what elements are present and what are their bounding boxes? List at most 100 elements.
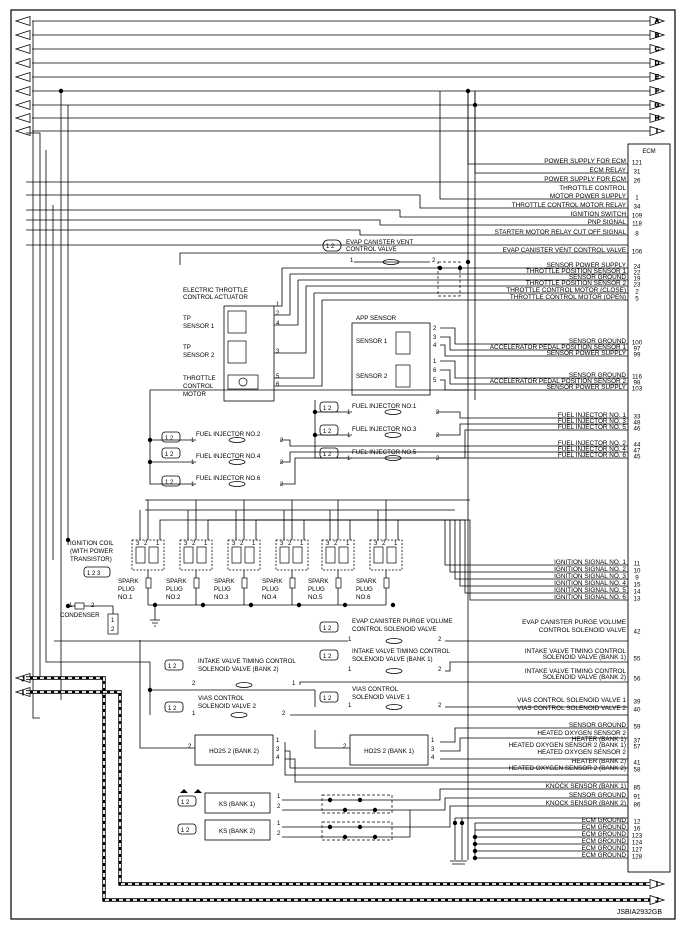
ecm-pin-number: 9 xyxy=(635,575,639,582)
junction-dot xyxy=(472,834,478,840)
junction-dot xyxy=(472,848,478,854)
pin-label: 3 xyxy=(280,541,284,547)
coil-symbol xyxy=(228,437,246,443)
pin-label: 1 2 xyxy=(323,696,332,702)
junction-dot xyxy=(312,432,318,438)
tp-sensor2-box xyxy=(227,340,247,364)
component-label: SOLENOID VALVE 1 xyxy=(352,694,410,701)
ecm-pin-number: 24 xyxy=(634,264,641,271)
pin-label: 2 xyxy=(438,703,442,709)
ground-symbol xyxy=(150,619,160,627)
ecm-pin-number: 2 xyxy=(635,289,639,296)
pin-label: 2 xyxy=(144,541,148,547)
component-label: VIAS CONTROL xyxy=(198,695,245,702)
wire xyxy=(314,730,350,749)
component-label: CONTROL xyxy=(183,383,214,390)
ecm-pin-number: 57 xyxy=(634,744,641,751)
ecm-signal-label: HEATED OXYGEN SENSOR 2 (BANK 1) xyxy=(509,742,626,749)
ecm-pin-number: 26 xyxy=(634,178,641,185)
junction-dot xyxy=(65,537,71,543)
shield-box xyxy=(437,261,461,297)
ecm-pin-number: 58 xyxy=(634,767,641,774)
pin-label: 3 xyxy=(136,541,140,547)
wire xyxy=(440,737,628,752)
wire xyxy=(445,661,628,672)
ecm-pin-number: 42 xyxy=(634,629,641,636)
pin-label: 2 xyxy=(433,326,437,332)
component-label: NO.6 xyxy=(356,594,371,601)
wire xyxy=(26,132,41,678)
ecm-pin-number: 23 xyxy=(634,282,641,289)
pin-label: 1 xyxy=(277,794,281,800)
coil-symbol xyxy=(384,409,402,415)
figure-id: JSBIA2932GB xyxy=(617,909,662,916)
ecm-pin-number: 109 xyxy=(632,213,643,220)
connector-letter: E xyxy=(655,75,659,81)
coil-symbol xyxy=(230,712,248,718)
wire xyxy=(84,605,114,614)
wire xyxy=(440,344,628,357)
pin-label: 2 xyxy=(111,627,115,633)
junction-dot xyxy=(147,437,153,443)
pin-label: 1 xyxy=(348,637,352,643)
connector-letter: C xyxy=(655,47,660,53)
pin-label: 1 xyxy=(347,433,351,439)
pin-label: 2 xyxy=(432,258,436,264)
wire xyxy=(299,681,628,685)
ecm-signal-label: SENSOR GROUND xyxy=(569,722,627,729)
ecm-signal-label: ECM GROUND xyxy=(582,838,627,845)
connector-arrow-left xyxy=(14,112,31,124)
pin-label: 1 xyxy=(277,821,281,827)
ecm-signal-label: ECM GROUND xyxy=(582,817,627,824)
pin-label: 3 xyxy=(431,747,435,753)
pin-label: 1 2 3 xyxy=(87,571,101,577)
component-label: SPARK xyxy=(118,578,139,585)
ecm-signal-label: SOLENOID VALVE (BANK 1) xyxy=(543,654,626,661)
connector-arrow-left xyxy=(14,43,31,55)
ecm-pin-number: 46 xyxy=(634,426,641,433)
junction-dot xyxy=(152,602,158,608)
coil-winding xyxy=(279,546,290,564)
component-label: SOLENOID VALVE (BANK 1) xyxy=(352,656,433,663)
wire xyxy=(282,797,628,811)
shield-cable-inner xyxy=(26,691,650,885)
ecm-signal-label: ECM GROUND xyxy=(582,845,627,852)
ecm-signal-label: VIAS CONTROL SOLENOID VALVE 2 xyxy=(517,705,626,712)
component-label: APP SENSOR xyxy=(356,315,397,322)
pin-label: 2 xyxy=(280,482,284,488)
pin-label: 2 xyxy=(276,311,280,317)
spark-plug-symbol xyxy=(241,577,248,589)
ecm-signal-label: THROTTLE CONTROL xyxy=(559,185,626,192)
connector-symbol xyxy=(319,447,339,459)
ecm-pin-number: 48 xyxy=(634,420,641,427)
coil-box xyxy=(131,539,165,571)
wire xyxy=(280,439,628,447)
pin-label: 1 2 xyxy=(323,406,332,412)
ecm-signal-label: THROTTLE CONTROL MOTOR (CLOSE) xyxy=(506,287,626,294)
ecm-pin-number: 41 xyxy=(634,760,641,767)
pin-label: 2 xyxy=(188,744,192,750)
ecm-signal-label: VIAS CONTROL SOLENOID VALVE 1 xyxy=(517,697,626,704)
ecm-signal-label: HEATER (BANK 2) xyxy=(572,758,626,765)
spark-plug-symbol xyxy=(145,577,152,589)
wire xyxy=(149,390,196,485)
ground-symbol xyxy=(450,860,467,865)
ecm-pin-number: 12 xyxy=(634,819,641,826)
component-label: FUEL INJECTOR NO.6 xyxy=(196,475,261,482)
component-label: CONDENSER xyxy=(60,612,100,619)
ecm-pin-number: 106 xyxy=(632,249,643,256)
ecm-pin-number: 5 xyxy=(635,296,639,303)
pin-label: 2 xyxy=(438,637,442,643)
pin-label: 2 xyxy=(192,681,196,687)
wire xyxy=(440,727,628,743)
component-label: SPARK xyxy=(166,578,187,585)
ecm-signal-label: IGNITION SWITCH xyxy=(571,211,627,218)
spark-plug-symbol xyxy=(335,577,342,589)
junction-dot xyxy=(342,602,348,608)
coil-winding xyxy=(244,546,255,564)
ecm-signal-label: SOLENOID VALVE (BANK 2) xyxy=(543,674,626,681)
